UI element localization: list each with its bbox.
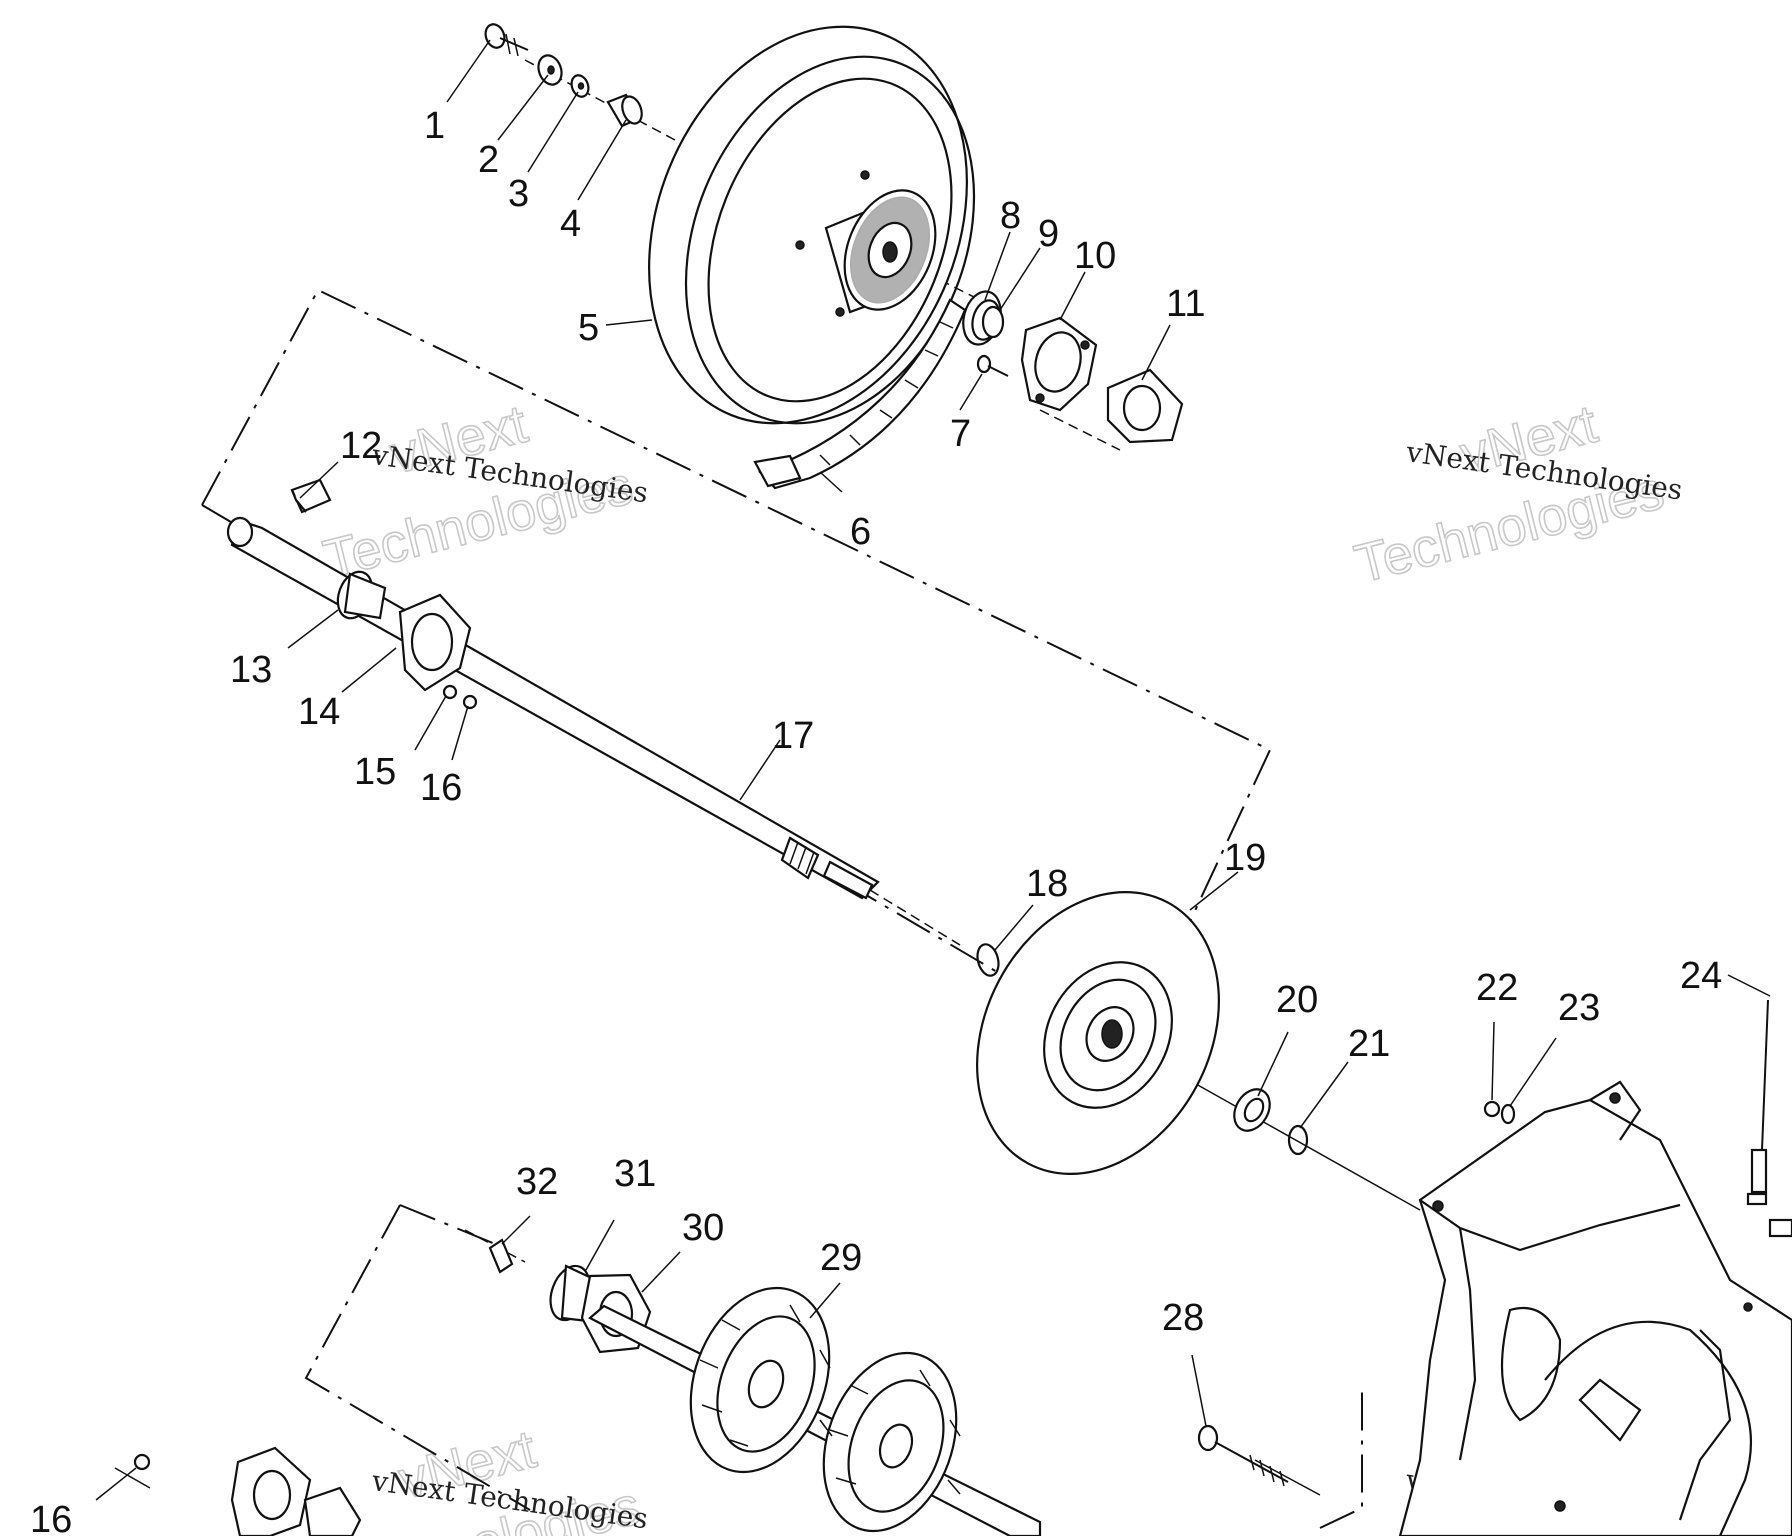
part-29-track-drive-shaft (588, 1286, 1042, 1536)
callout-29: 29 (820, 1237, 862, 1279)
part-4-spacer (606, 93, 643, 128)
part-32-grease-fitting (488, 1238, 514, 1274)
chaincase-housing (1398, 1080, 1792, 1536)
callout-11: 11 (1166, 283, 1205, 325)
part-21-o-ring (1287, 1124, 1309, 1156)
callout-20: 20 (1276, 979, 1318, 1021)
callout-2: 2 (478, 139, 499, 181)
callout-7: 7 (950, 413, 971, 455)
callout-32: 32 (516, 1161, 558, 1203)
callout-18: 18 (1026, 863, 1068, 905)
callout-15: 15 (354, 751, 396, 793)
part-bottom-left-flange (133, 1446, 362, 1536)
assembly-boundary-bottom (304, 1204, 1363, 1529)
callout-6: 6 (850, 511, 871, 553)
callout-12: 12 (340, 425, 382, 467)
callout-21: 21 (1348, 1023, 1390, 1065)
part-1-bolt (484, 23, 529, 57)
callout-22: 22 (1476, 967, 1518, 1009)
callout-19: 19 (1224, 837, 1266, 879)
part-22-nut (1483, 1100, 1501, 1118)
callout-5: 5 (578, 307, 599, 349)
callout-1: 1 (424, 105, 445, 147)
part-23-washer (1500, 1103, 1516, 1125)
watermark-group-top-right: vNext Technologies vNext Technologies (1348, 393, 1684, 595)
callout-14: 14 (298, 691, 340, 733)
callout-4: 4 (560, 203, 581, 245)
callout-13: 13 (230, 649, 272, 691)
part-24-rod (1746, 999, 1769, 1206)
assembly-boundary-top (201, 288, 1272, 1051)
part-16-nut (462, 694, 478, 710)
part-20-bearing (1233, 1088, 1271, 1132)
callout-10: 10 (1074, 235, 1116, 277)
part-9-seal (981, 305, 1005, 339)
part-12-key (290, 478, 332, 514)
callout-16: 16 (420, 767, 462, 809)
callout-31: 31 (614, 1153, 656, 1195)
part-10-bearing-flange (1020, 316, 1098, 412)
leader-lines (95, 39, 1771, 1501)
part-13-bearing (336, 570, 387, 620)
callout-28: 28 (1162, 1297, 1204, 1339)
part-17-drive-shaft (226, 516, 880, 900)
callout-3: 3 (508, 173, 529, 215)
callout-16-bottom: 16 (30, 1499, 72, 1536)
part-11-cover-plate (1106, 368, 1184, 444)
part-15-washer (442, 684, 458, 700)
part-7-bolt (976, 354, 1009, 377)
callout-labels: 1 2 3 4 5 6 7 8 9 10 11 12 13 14 15 16 1… (30, 105, 1722, 1536)
callout-30: 30 (682, 1207, 724, 1249)
callout-8: 8 (1000, 195, 1021, 237)
part-5-drive-wheel (648, 25, 976, 425)
part-28-bolt (1197, 1424, 1289, 1487)
callout-24: 24 (1680, 955, 1722, 997)
part-3-lock-washer (570, 74, 590, 98)
watermark-group-top-left: vNext Technologies vNext Technologies (317, 393, 650, 590)
watermark-group-bottom-left: vNext Technologies vNext Technologies (325, 1418, 650, 1536)
part-2-washer (537, 54, 563, 86)
part-19-brake-disc (976, 891, 1220, 1175)
callout-17: 17 (772, 715, 814, 757)
axis-lines (114, 59, 1421, 1496)
callout-23: 23 (1558, 987, 1600, 1029)
part-14-bearing-flange (398, 593, 472, 692)
callout-9: 9 (1038, 213, 1059, 255)
part-18-snap-ring (976, 943, 1000, 977)
